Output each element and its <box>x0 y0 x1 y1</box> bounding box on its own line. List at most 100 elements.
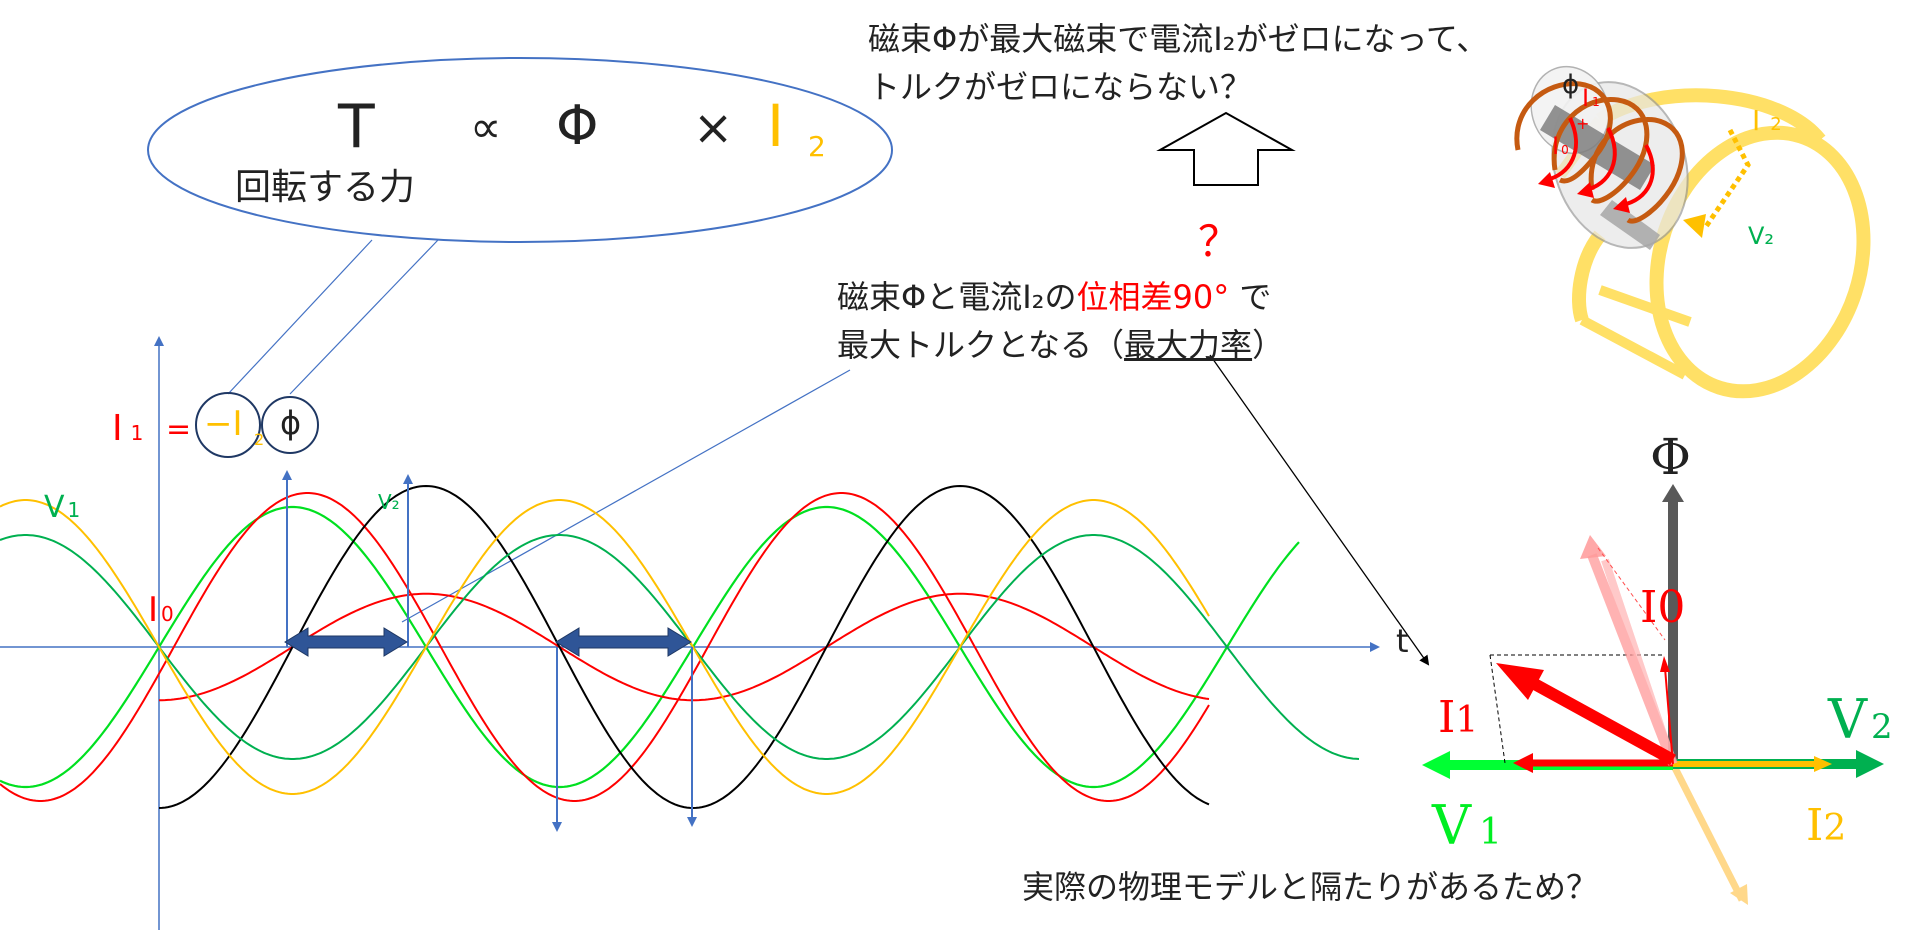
question-mark: ？ <box>1198 217 1241 266</box>
wave-I₂ <box>0 499 1210 795</box>
label-minus-i2-sub: 2 <box>254 430 265 449</box>
wave-Φ <box>158 484 1210 810</box>
phasor-label-i0-main: I <box>1640 582 1658 633</box>
coil-label-plus: + <box>1576 114 1590 133</box>
waveform-curves <box>0 484 1360 810</box>
coil-label-i0-main: I <box>1552 132 1560 160</box>
i2-dotted-path <box>1702 128 1751 230</box>
winding <box>1514 81 1613 184</box>
label-v2: V₂ <box>378 490 400 514</box>
phasor-i0-shaft <box>1664 667 1674 765</box>
phasor-label-i1-main: I <box>1438 692 1456 743</box>
wave-I₀ <box>159 592 1210 702</box>
minus-i2-circle <box>195 392 261 458</box>
phasor-label-i0-sub: 0 <box>1657 582 1686 633</box>
current-arrow <box>1584 127 1617 192</box>
callout-line <box>227 239 373 395</box>
phasor-v1-arrowhead <box>1422 751 1450 779</box>
phasor-v2-arrowhead <box>1856 750 1884 778</box>
label-v1-sub: 1 <box>67 498 81 522</box>
phase-difference-arrow-2 <box>555 627 692 657</box>
phasor-label-v1-sub: 1 <box>1479 812 1502 853</box>
proportional-symbol: ∝ <box>470 102 502 153</box>
phasor-label-v2-main: V <box>1828 688 1867 751</box>
phasor-label-phi: Φ <box>1650 428 1691 486</box>
phase-note-text: 磁束Φと電流I₂の <box>837 278 1077 316</box>
phase-note-line2: 最大トルクとなる（最大力率） <box>837 320 1284 366</box>
phasor-faint-orange-head <box>1730 884 1748 905</box>
current-arrow <box>1621 144 1655 207</box>
formula-ellipse <box>147 57 893 243</box>
current-arrowhead <box>1613 197 1630 213</box>
up-arrow-outline <box>1156 111 1296 186</box>
phasor-i1-arrowhead <box>1513 753 1533 773</box>
phasor-label-i1-sub: 1 <box>1455 700 1479 741</box>
top-question-line2: トルクがゼロにならない？ <box>868 68 1253 106</box>
phasor-pink-head <box>1580 535 1606 559</box>
phasor-phi-arrowhead <box>1662 484 1684 502</box>
current-arrowhead <box>1577 182 1594 198</box>
current-arrowhead <box>1538 172 1555 188</box>
current-arrow <box>1545 117 1578 182</box>
current-symbol: I <box>767 92 785 160</box>
phase-pointer-line <box>1209 354 1430 666</box>
label-equals: = <box>166 412 192 447</box>
coil-label-i2-sub: 2 <box>1770 114 1782 135</box>
wave-V₂ <box>0 534 1360 760</box>
phasor-i2-arrowhead <box>1814 756 1832 772</box>
label-i1-main: I <box>112 408 123 449</box>
phasor-pink-ray <box>1601 558 1677 766</box>
coil-label-i2-main: I <box>1752 104 1761 137</box>
phi-circle <box>261 396 319 454</box>
label-phi: ϕ <box>280 404 302 442</box>
phase-note-underlined: 最大力率 <box>1124 326 1253 364</box>
coil-label-i0-sub: 0 <box>1561 143 1569 157</box>
phase-callout-line <box>401 369 851 623</box>
phasor-i0-arrowhead <box>1660 656 1670 672</box>
i2-arrowhead <box>1683 214 1706 238</box>
secondary-ring <box>1598 285 1692 327</box>
winding <box>1551 96 1650 204</box>
coil-illustration <box>1514 65 1871 399</box>
coil-label-i1-main: I <box>1582 84 1590 112</box>
phasor-label-i2: I2 <box>1806 800 1846 851</box>
phasor-label-i2-sub: 2 <box>1823 808 1847 849</box>
phasor-label-i1: I1 <box>1438 692 1478 743</box>
label-v1-main: V <box>44 490 65 525</box>
wave-I₁ <box>0 492 1210 802</box>
label-t: t <box>1396 622 1409 660</box>
label-i0-main: I <box>148 590 159 630</box>
phase-difference-arrow-1 <box>284 627 408 657</box>
current-subscript: 2 <box>808 130 826 163</box>
phasor-phi-shaft <box>1668 500 1678 764</box>
phasor-label-i0: I0 <box>1640 582 1685 633</box>
phase-note-line1: 磁束Φと電流I₂の位相差90° で <box>837 272 1271 318</box>
phasor-label-v1-main: V <box>1432 794 1471 857</box>
callout-line <box>289 239 439 395</box>
secondary-ring <box>1579 315 1688 380</box>
phasor-label-i2-main: I <box>1806 800 1824 851</box>
torque-symbol: T <box>338 92 375 162</box>
coil-label-v2: V₂ <box>1748 222 1775 250</box>
core-bar <box>1600 200 1660 250</box>
coil-label-i1-sub: 1 <box>1592 95 1600 109</box>
times-symbol: × <box>693 100 734 156</box>
phasor-label-v2-sub: 2 <box>1871 707 1893 747</box>
top-question-line1: 磁束Φが最大磁束で電流I₂がゼロになって、 <box>868 20 1489 58</box>
phasor-faint-orange-ray <box>1669 762 1746 902</box>
phase-note-text: 最大トルクとなる（ <box>837 326 1125 364</box>
phasor-diagram <box>1422 484 1884 905</box>
label-i0-sub: 0 <box>161 602 174 626</box>
phasor-i1-diag-arrowhead <box>1496 663 1544 700</box>
wave-V₁ <box>0 505 1300 789</box>
